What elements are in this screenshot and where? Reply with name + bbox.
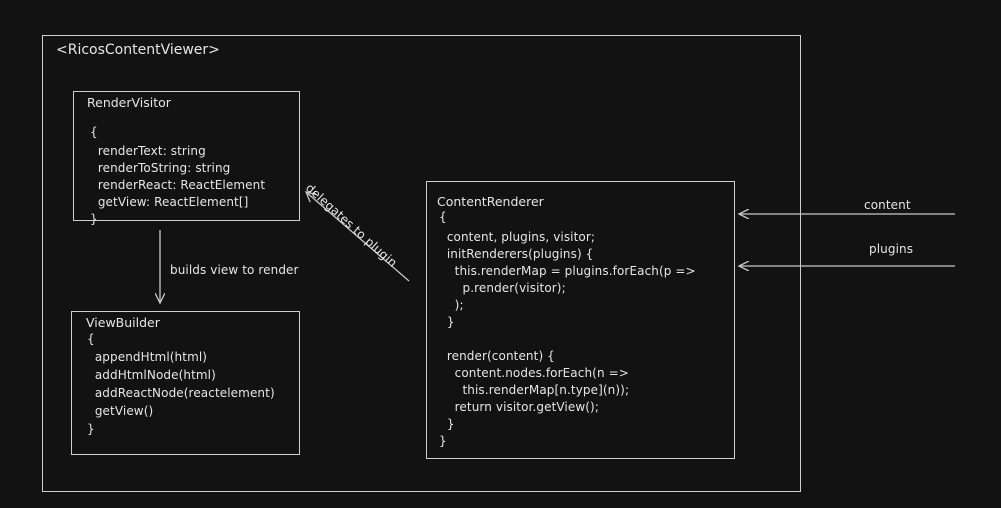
code-line: content, plugins, visitor;: [439, 230, 596, 244]
plugins-input-label: plugins: [869, 242, 914, 256]
ricos-content-viewer-title: <RicosContentViewer>: [56, 42, 220, 58]
code-line: addReactNode(reactelement): [87, 386, 275, 400]
code-line: {: [90, 125, 98, 139]
code-line: render(content) {: [439, 349, 555, 363]
view-builder-box: [71, 311, 300, 455]
code-line: return visitor.getView();: [439, 400, 599, 414]
code-line: addHtmlNode(html): [87, 368, 216, 382]
code-line: }: [439, 434, 447, 448]
ricos-content-viewer-container: [42, 35, 801, 492]
code-line: getView(): [87, 404, 154, 418]
code-line: appendHtml(html): [87, 350, 208, 364]
code-line: }: [439, 417, 455, 431]
code-line: p.render(visitor);: [439, 281, 566, 295]
code-line: }: [439, 315, 455, 329]
code-line: );: [439, 298, 464, 312]
content-renderer-box: [426, 181, 735, 459]
builds-view-label: builds view to render: [170, 263, 299, 277]
code-line: }: [87, 422, 95, 436]
render-visitor-box: [73, 91, 300, 221]
code-line: this.renderMap = plugins.forEach(p =>: [439, 264, 696, 278]
code-line: content.nodes.forEach(n =>: [439, 366, 629, 380]
code-line: }: [90, 212, 98, 226]
code-line: initRenderers(plugins) {: [439, 247, 594, 261]
render-visitor-title: RenderVisitor: [87, 95, 171, 110]
code-line: renderReact: ReactElement: [90, 178, 266, 192]
content-input-label: content: [864, 198, 911, 212]
code-line: this.renderMap[n.type](n));: [439, 383, 630, 397]
code-line: renderText: string: [90, 144, 206, 158]
code-line: {: [439, 210, 447, 224]
code-line: {: [87, 332, 95, 346]
code-line: renderToString: string: [90, 161, 231, 175]
code-line: getView: ReactElement[]: [90, 195, 249, 209]
content-renderer-title: ContentRenderer: [437, 194, 544, 209]
view-builder-title: ViewBuilder: [86, 315, 160, 330]
